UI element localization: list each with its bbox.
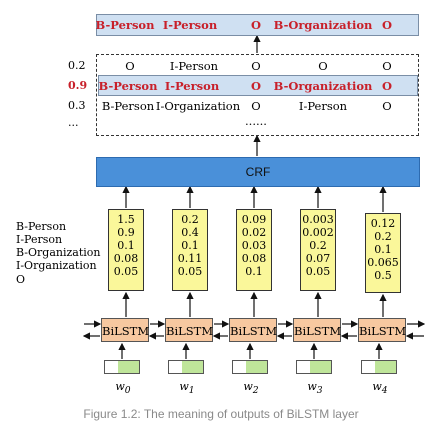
- candidate-2-label-2: O: [251, 99, 261, 113]
- candidate-2-label-4: O: [382, 99, 392, 113]
- candidate-prob-3: ...: [68, 116, 79, 129]
- score-1-4: 0.05: [177, 265, 203, 278]
- embedding-2: [232, 360, 268, 374]
- arrows-lstm-to-scores: [122, 291, 387, 317]
- score-3-4: 0.05: [305, 265, 331, 278]
- label-name-1: I-Person: [16, 233, 63, 246]
- score-0-0: 1.5: [117, 213, 135, 226]
- score-2-3: 0.08: [241, 252, 267, 265]
- candidate-2-label-0: B-Person: [101, 99, 155, 113]
- candidate-1-label-1: I-Person: [164, 79, 220, 93]
- best-sequence-highlight: [98, 75, 418, 96]
- label-name-2: B-Organization: [16, 246, 101, 259]
- bilstm-cell-1: BiLSTM: [165, 318, 213, 342]
- final-output-4: O: [381, 18, 393, 32]
- score-0-4: 0.05: [113, 265, 139, 278]
- candidate-2-label-1: I-Organization: [155, 99, 241, 113]
- candidate-sequences-box: [96, 54, 419, 136]
- candidate-0-label-0: O: [125, 59, 135, 73]
- arrows-scores-to-crf: [122, 185, 387, 212]
- candidate-1-label-4: O: [381, 79, 393, 93]
- score-3-2: 0.2: [309, 239, 327, 252]
- score-4-2: 0.1: [374, 243, 392, 256]
- candidate-3-ellipsis: ......: [245, 114, 267, 128]
- score-1-0: 0.2: [181, 213, 199, 226]
- final-output-1: I-Person: [162, 18, 218, 32]
- candidate-0-label-3: O: [318, 59, 328, 73]
- word-3: w3: [307, 380, 323, 397]
- score-3-3: 0.07: [305, 252, 331, 265]
- embedding-3: [296, 360, 332, 374]
- score-3-0: 0.003: [302, 213, 334, 226]
- embedding-0: [104, 360, 140, 374]
- embedding-1: [168, 360, 204, 374]
- score-4-3: 0.065: [367, 256, 399, 269]
- candidate-0-label-1: I-Person: [169, 59, 219, 73]
- score-4-4: 0.5: [374, 269, 392, 282]
- score-column-3: 0.003 0.002 0.2 0.07 0.05: [300, 209, 336, 291]
- embedding-4: [361, 360, 397, 374]
- score-0-2: 0.1: [117, 239, 135, 252]
- score-column-4: 0.12 0.2 0.1 0.065 0.5: [365, 213, 401, 293]
- score-column-2: 0.09 0.02 0.03 0.08 0.1: [236, 209, 272, 291]
- candidate-0-label-2: O: [251, 59, 261, 73]
- candidate-1-label-3: B-Organization: [273, 79, 373, 93]
- score-0-1: 0.9: [117, 226, 135, 239]
- candidate-1-label-0: B-Person: [98, 79, 158, 93]
- figure-caption: Figure 1.2: The meaning of outputs of Bi…: [83, 407, 359, 421]
- score-2-2: 0.03: [241, 239, 267, 252]
- word-0: w0: [115, 380, 131, 397]
- word-1: w1: [179, 380, 195, 397]
- final-output-0: B-Person: [95, 18, 155, 32]
- score-4-1: 0.2: [374, 230, 392, 243]
- final-output-3: B-Organization: [273, 18, 373, 32]
- bilstm-cell-4: BiLSTM: [358, 318, 406, 342]
- bilstm-cell-2: BiLSTM: [229, 318, 277, 342]
- bilstm-cell-0: BiLSTM: [101, 318, 149, 342]
- candidate-1-label-2: O: [250, 79, 262, 93]
- word-2: w2: [243, 380, 259, 397]
- score-2-0: 0.09: [241, 213, 267, 226]
- label-name-4: O: [16, 273, 26, 286]
- score-4-0: 0.12: [370, 217, 396, 230]
- label-name-3: I-Organization: [16, 259, 97, 272]
- candidate-0-label-4: O: [382, 59, 392, 73]
- candidate-prob-0: 0.2: [68, 59, 86, 72]
- label-name-0: B-Person: [16, 220, 67, 233]
- score-2-4: 0.1: [245, 265, 263, 278]
- score-1-3: 0.11: [177, 252, 203, 265]
- arrows-embedding-to-lstm: [118, 342, 383, 359]
- crf-layer: CRF: [96, 157, 420, 187]
- candidate-2-label-3: I-Person: [298, 99, 348, 113]
- score-column-1: 0.2 0.4 0.1 0.11 0.05: [172, 209, 208, 291]
- arrows-lstm-recurrent: [82, 320, 426, 340]
- final-output-2: O: [250, 18, 262, 32]
- bilstm-cell-3: BiLSTM: [293, 318, 341, 342]
- score-1-2: 0.1: [181, 239, 199, 252]
- score-1-1: 0.4: [181, 226, 199, 239]
- candidate-prob-2: 0.3: [68, 99, 86, 112]
- final-output-box: [96, 14, 419, 36]
- score-0-3: 0.08: [113, 252, 139, 265]
- score-column-0: 1.5 0.9 0.1 0.08 0.05: [108, 209, 144, 291]
- candidate-prob-1: 0.9: [68, 79, 88, 92]
- score-2-1: 0.02: [241, 226, 267, 239]
- score-3-1: 0.002: [302, 226, 334, 239]
- word-4: w4: [372, 380, 388, 397]
